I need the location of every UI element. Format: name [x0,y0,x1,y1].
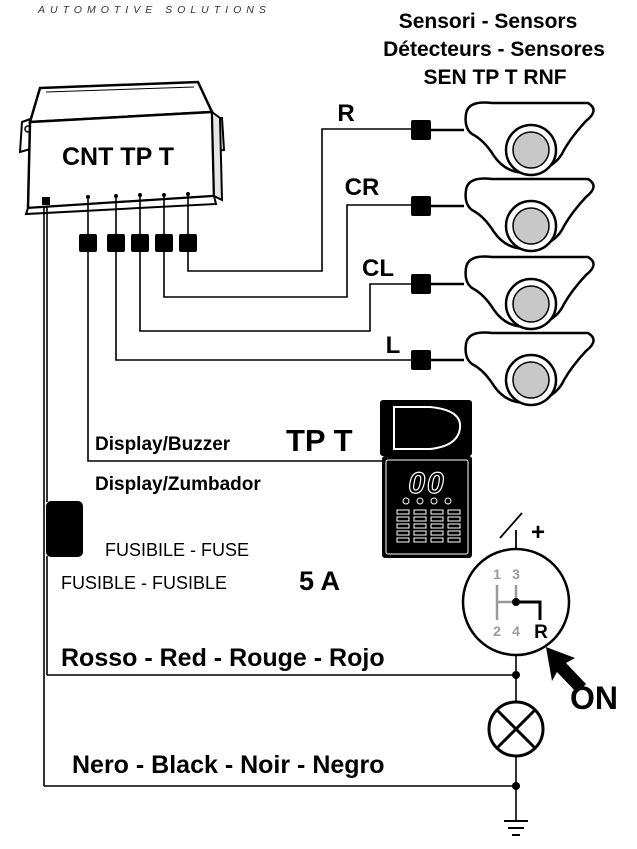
sensor-cl [411,255,595,331]
sensor-label-r: R [337,100,354,127]
fuse-rating: 5 A [299,566,340,596]
gear-4: 4 [512,623,520,639]
junction-red [512,671,520,679]
display-label-small: Display/Buzzer [95,434,231,455]
display-label-big: TP T [286,423,353,458]
sensor-label-cl: CL [362,255,394,282]
sensor-r [411,101,595,177]
black-wire-label: Nero - Black - Noir - Negro [72,751,385,779]
brand-tagline: AUTOMOTIVE SOLUTIONS [37,4,271,16]
sensors-title-line2: Détecteurs - Sensores [383,38,605,61]
sensors-title-line3: SEN TP T RNF [423,66,566,89]
sensor-cr [411,177,595,253]
reverse-lamp-icon [487,700,545,758]
sensor-label-cr: CR [345,174,380,201]
display-label-line2: Display/Zumbador [95,474,261,495]
switch-plus: + [531,519,545,546]
gear-1: 1 [493,566,501,582]
on-arrow-icon [546,647,586,693]
sensor-l [411,331,595,407]
display-buzzer-unit [380,400,472,558]
wiring [43,128,517,820]
fuse-label-line2: FUSIBLE - FUSIBLE [61,573,227,593]
reverse-switch [461,512,571,657]
fuse-label-line1: FUSIBILE - FUSE [105,540,249,560]
display-digits: 00 [408,467,445,500]
junction-black [512,782,520,790]
control-unit-label: CNT TP T [62,143,174,171]
ground-icon [504,820,528,836]
control-unit [18,80,226,216]
sensor-label-l: L [386,332,401,359]
fuse [46,501,83,557]
gear-3: 3 [512,566,520,582]
gear-r: R [534,622,548,643]
unit-connectors [79,234,197,252]
gear-2: 2 [493,623,501,639]
red-wire-label: Rosso - Red - Rouge - Rojo [61,644,385,672]
on-label: ON [570,680,618,716]
sensors-title-line1: Sensori - Sensors [399,10,578,33]
